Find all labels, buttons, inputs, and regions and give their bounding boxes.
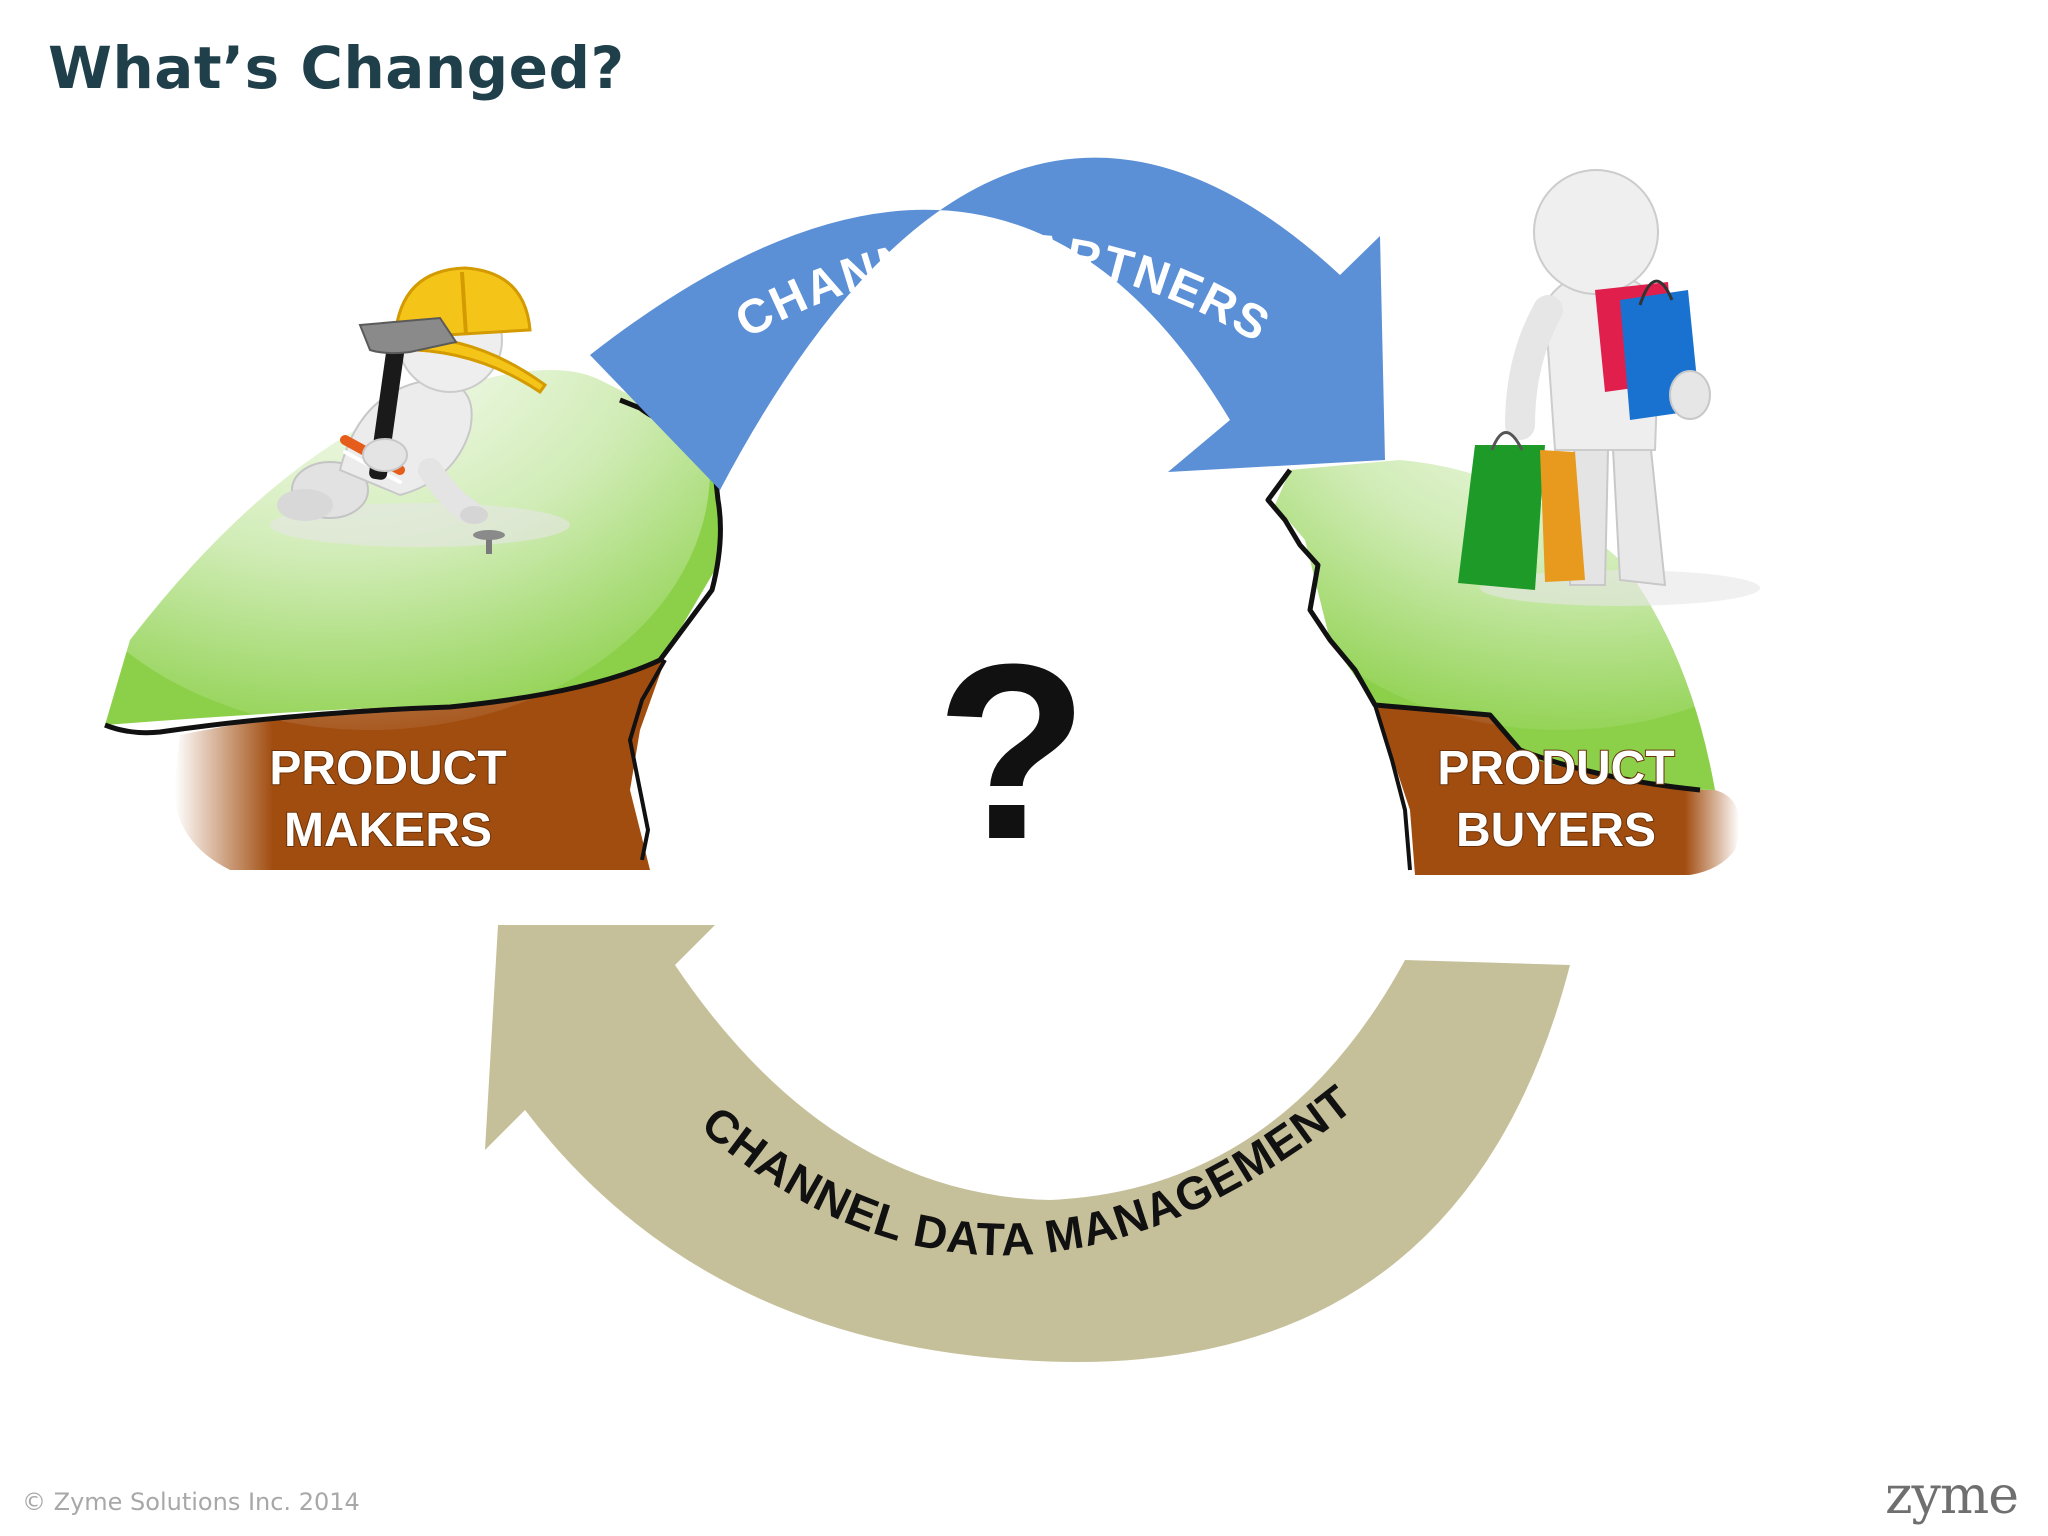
left-label-line2: MAKERS (284, 804, 492, 857)
product-buyers-label: PRODUCT BUYERS (1436, 741, 1675, 858)
product-makers-label: PRODUCT MAKERS (268, 741, 507, 858)
right-label-line2: BUYERS (1456, 804, 1656, 857)
center-question-mark: ? (936, 612, 1089, 891)
left-earth (174, 660, 665, 870)
page-title: What’s Changed? (48, 34, 625, 102)
construction-worker-icon (270, 266, 570, 554)
zyme-logo: zyme (1885, 1466, 2019, 1526)
right-earth (1375, 705, 1740, 875)
copyright-footer: © Zyme Solutions Inc. 2014 (22, 1488, 360, 1516)
right-cliff-outline (1265, 468, 1701, 793)
shopper-with-bags-icon (1458, 169, 1760, 606)
left-label-line1: PRODUCT (269, 742, 506, 795)
channel-partners-arrow: CHANNEL PARTNERS (590, 157, 1385, 490)
left-cliff-face (627, 659, 667, 861)
right-label-line1: PRODUCT (1437, 742, 1674, 795)
right-cliff-face (1373, 704, 1412, 871)
channel-data-management-arrow: CHANNEL DATA MANAGEMENT (485, 925, 1570, 1362)
